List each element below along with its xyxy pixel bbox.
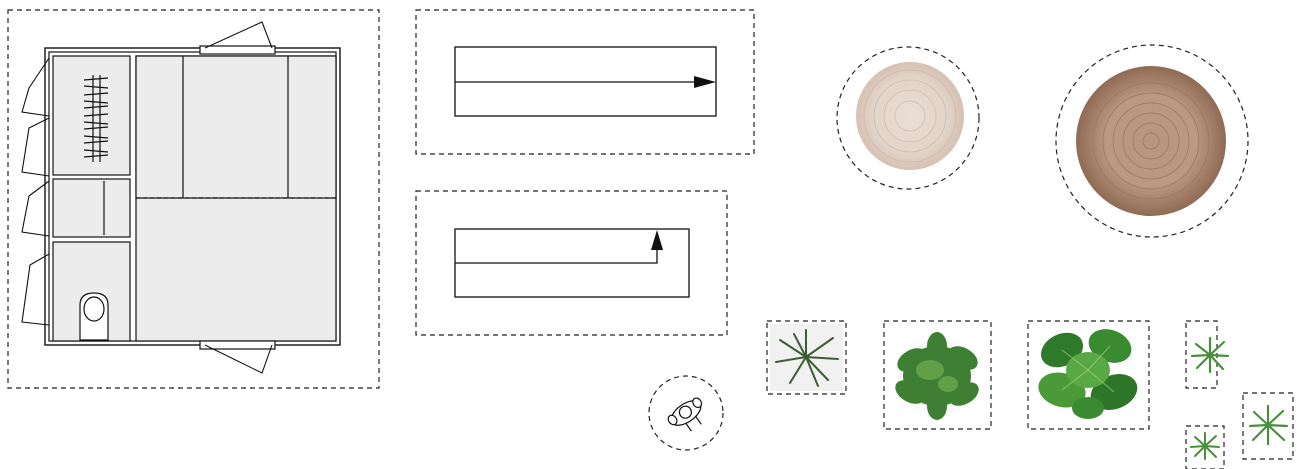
spiky-plant-icon[interactable] bbox=[766, 320, 847, 395]
floor-plan-selection-box bbox=[7, 9, 380, 389]
turning-ramp-icon[interactable] bbox=[415, 190, 728, 336]
turning-ramp-arrowhead bbox=[651, 230, 663, 250]
agave-plant-3 bbox=[1190, 432, 1220, 460]
straight-ramp-selection-box bbox=[415, 9, 755, 155]
agave-plant-1 bbox=[1190, 336, 1230, 374]
small-rug-weave bbox=[863, 69, 957, 163]
straight-ramp-arrowhead bbox=[694, 76, 716, 88]
large-rug-selection-circle bbox=[1055, 44, 1249, 238]
window-top bbox=[199, 45, 276, 55]
monstera-plant-leaves bbox=[1038, 329, 1138, 419]
straight-ramp-icon[interactable] bbox=[415, 9, 755, 155]
agave-plant-2 bbox=[1248, 404, 1289, 446]
palm-plant-highlights bbox=[916, 360, 958, 392]
bed bbox=[135, 55, 337, 199]
agave-plant-box-2 bbox=[1242, 392, 1294, 460]
spiky-plant-box bbox=[766, 320, 847, 395]
turning-ramp-selection-box bbox=[415, 190, 728, 336]
monstera-leaf-veins bbox=[1061, 345, 1115, 393]
person-topview-icon[interactable] bbox=[648, 375, 724, 451]
door-swings-top-bottom bbox=[204, 21, 273, 374]
large-rug-texture bbox=[1076, 66, 1226, 216]
person-selection-circle bbox=[648, 375, 724, 451]
toilet-icon bbox=[79, 292, 109, 341]
small-rug-texture bbox=[856, 62, 964, 170]
floor-plan-icon[interactable] bbox=[7, 9, 380, 389]
round-rug-small-icon[interactable] bbox=[836, 46, 980, 190]
turning-ramp-arrow-line bbox=[455, 246, 658, 264]
monstera-plant-icon[interactable] bbox=[1027, 320, 1150, 430]
agave-plant-box-3 bbox=[1185, 425, 1225, 469]
palm-plant-icon[interactable] bbox=[883, 320, 992, 430]
window-bottom bbox=[199, 340, 276, 350]
hanger-rail-icon bbox=[83, 75, 109, 162]
agave-plant-icon[interactable] bbox=[1185, 320, 1294, 469]
person-figure bbox=[667, 397, 703, 432]
spiky-plant-leaves bbox=[775, 329, 839, 387]
monstera-plant-box bbox=[1027, 320, 1150, 430]
large-rug-rings bbox=[1082, 72, 1220, 210]
closet-room bbox=[52, 178, 131, 238]
small-rug-selection-circle bbox=[836, 46, 980, 190]
round-jute-rug-icon[interactable] bbox=[1055, 44, 1249, 238]
door-swings-left bbox=[21, 57, 50, 326]
